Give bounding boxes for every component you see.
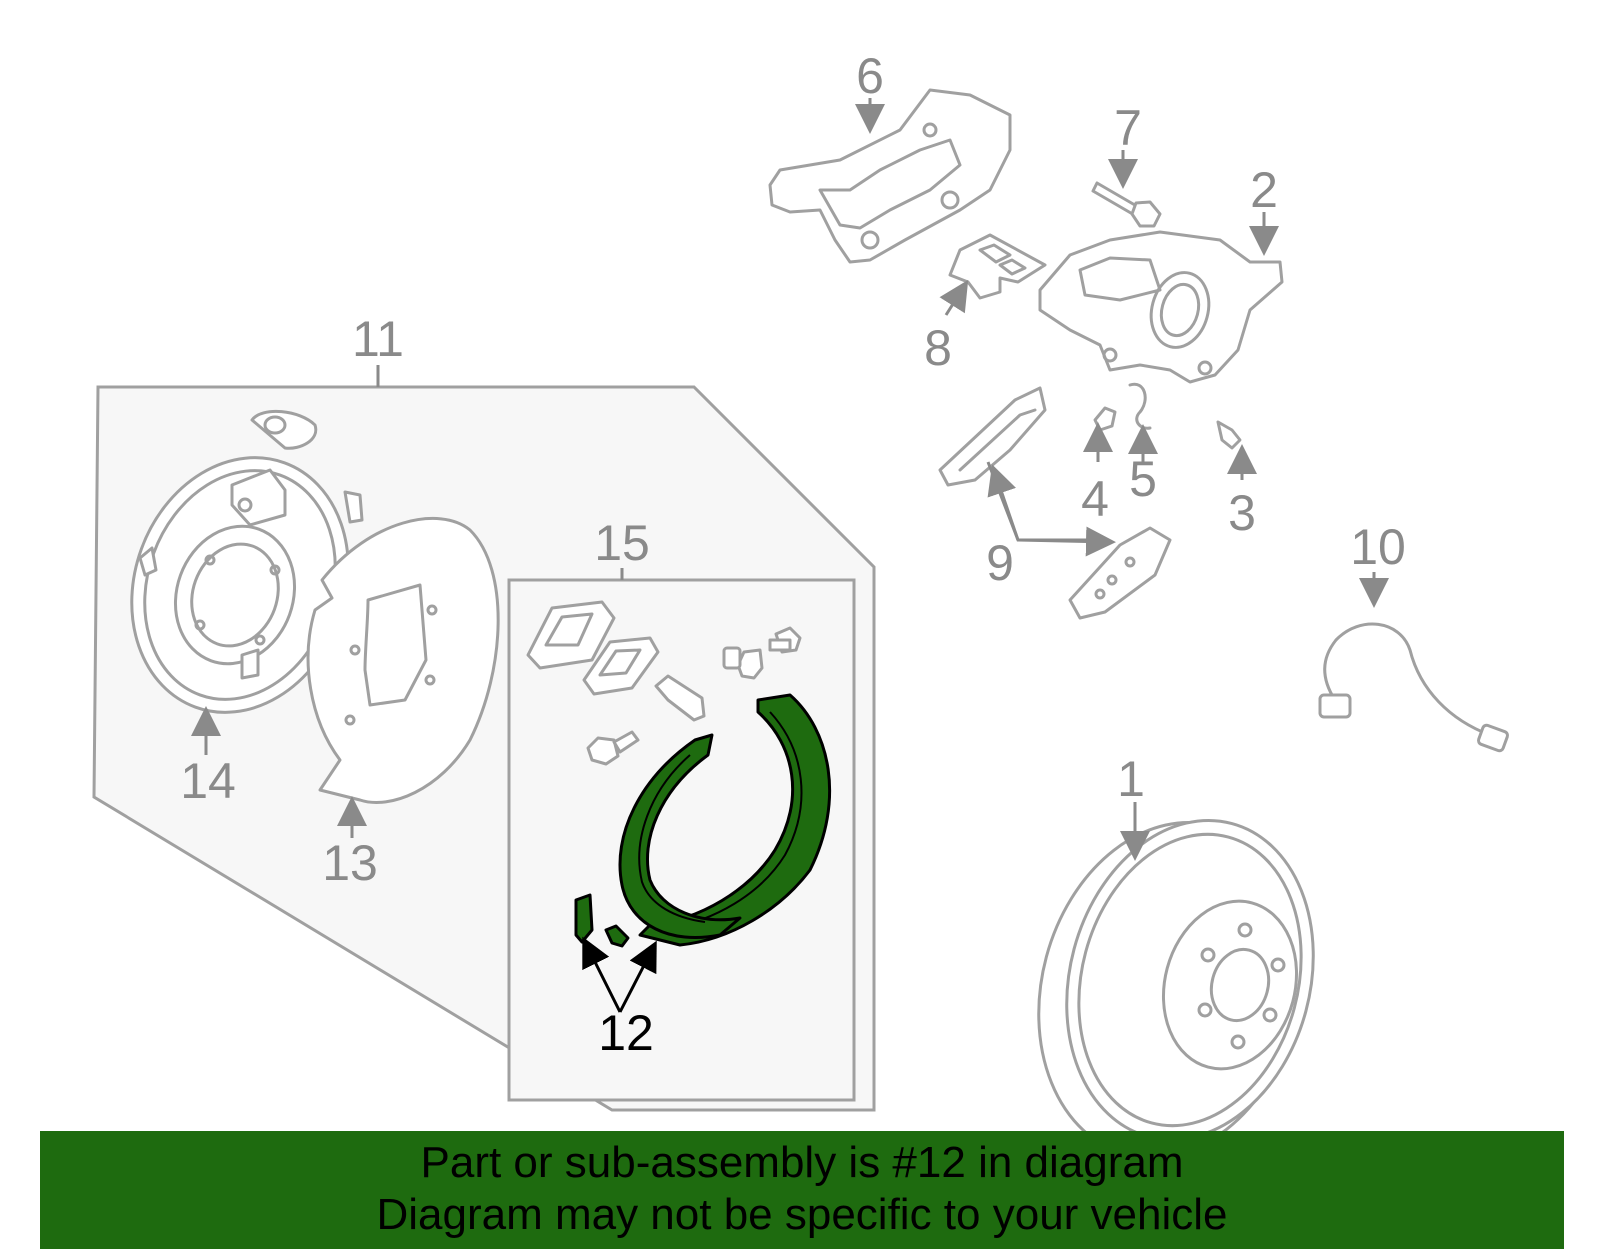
bolt-part-3 — [1216, 420, 1242, 450]
callout-12: 12 — [598, 1005, 654, 1061]
callout-3: 3 — [1228, 485, 1256, 541]
backing-plate-part-14 — [130, 409, 364, 714]
dust-shield-part-13 — [306, 516, 500, 804]
cap-part-5 — [1128, 382, 1152, 430]
callout-9: 9 — [986, 535, 1014, 591]
callout-4: 4 — [1081, 471, 1109, 527]
callout-14: 14 — [180, 753, 236, 809]
clip-part-8 — [948, 233, 1047, 300]
callout-6: 6 — [856, 48, 884, 104]
callout-13: 13 — [322, 835, 378, 891]
parking-brake-shoes-part-12 — [574, 693, 832, 948]
callout-10: 10 — [1350, 519, 1406, 575]
callout-2: 2 — [1250, 162, 1278, 218]
callout-7: 7 — [1114, 100, 1142, 156]
callout-11: 11 — [352, 311, 404, 367]
caliper-part-2 — [1038, 230, 1284, 384]
hardware-kit-part-15 — [526, 600, 802, 766]
leader-lines — [191, 98, 1389, 1013]
bleeder-part-4 — [1093, 406, 1117, 432]
callout-1: 1 — [1117, 751, 1145, 807]
callout-8: 8 — [924, 320, 952, 376]
info-banner: Part or sub-assembly is #12 in diagram D… — [40, 1131, 1564, 1249]
rotor-part-1 — [1037, 818, 1315, 1160]
caliper-bracket-part-6 — [768, 88, 1012, 264]
sensor-wire-part-10 — [1318, 622, 1510, 753]
banner-line-2: Diagram may not be specific to your vehi… — [376, 1190, 1228, 1239]
callout-5: 5 — [1129, 451, 1157, 507]
banner-line-1: Part or sub-assembly is #12 in diagram — [420, 1138, 1184, 1187]
bolt-part-7 — [1091, 181, 1162, 228]
brake-pads-part-9 — [938, 386, 1172, 620]
callout-15: 15 — [594, 515, 650, 571]
